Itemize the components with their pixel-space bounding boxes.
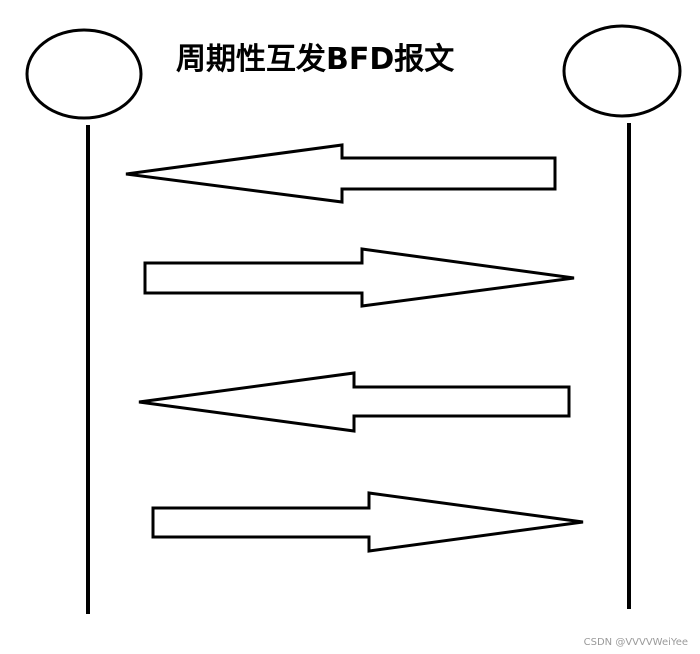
message-arrow-2 [143, 247, 575, 308]
message-arrow-3 [138, 371, 571, 433]
right-node-ellipse [562, 24, 682, 118]
left-node-ellipse [25, 28, 143, 120]
message-arrow-4 [151, 491, 584, 553]
message-arrow-1 [125, 143, 557, 204]
watermark: CSDN @VVVVWeiYee [583, 637, 688, 648]
diagram-title: 周期性互发BFD报文 [176, 42, 455, 77]
